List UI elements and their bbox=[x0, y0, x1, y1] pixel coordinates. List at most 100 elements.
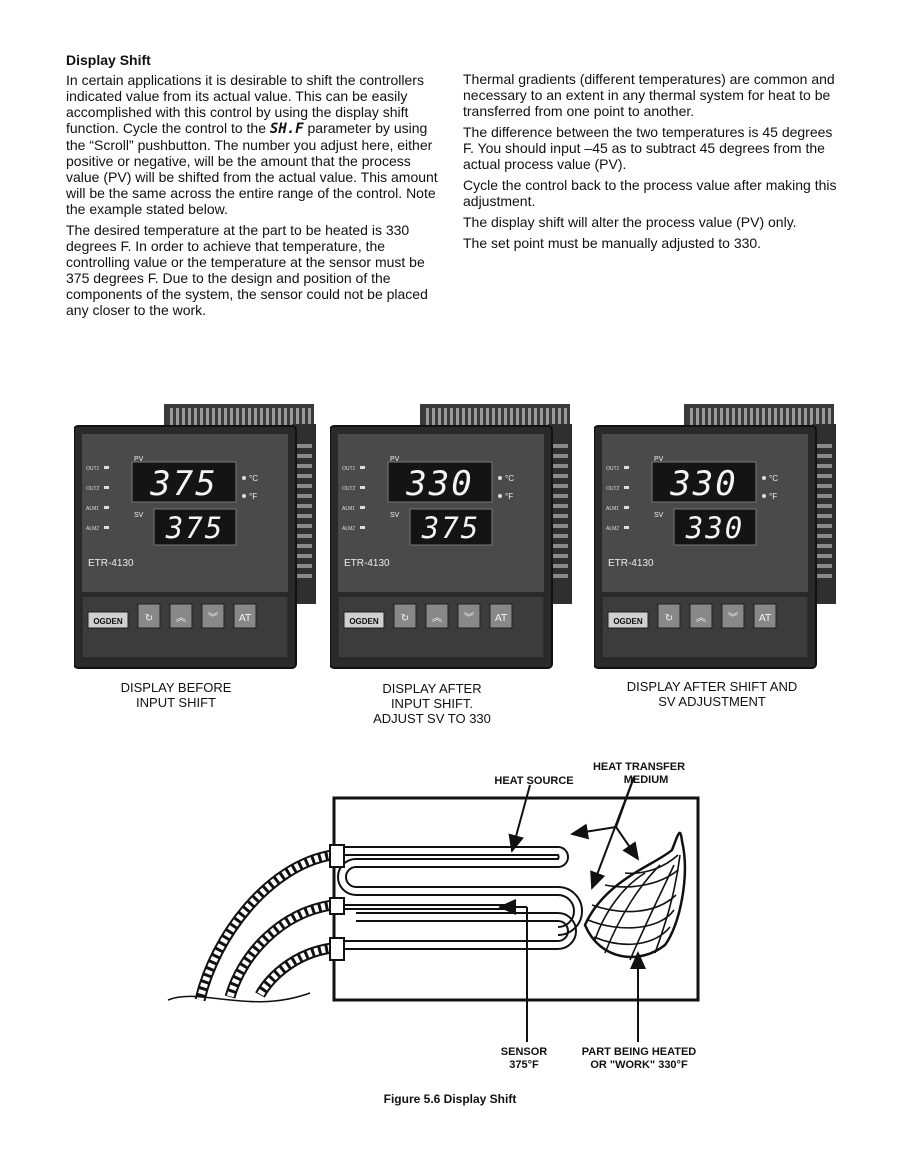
vent-fin bbox=[426, 408, 429, 430]
indicator-led bbox=[624, 526, 629, 529]
unit-led bbox=[242, 494, 246, 498]
unit-led bbox=[762, 476, 766, 480]
indicator-led bbox=[624, 466, 629, 469]
vent-fin bbox=[552, 544, 568, 548]
vent-fin bbox=[714, 408, 717, 430]
vent-fin bbox=[552, 574, 568, 578]
label-line: 375°F bbox=[509, 1059, 539, 1071]
caption-line: ADJUST SV TO 330 bbox=[373, 711, 491, 726]
indicator-led bbox=[104, 466, 109, 469]
vent-fin bbox=[552, 564, 568, 568]
vent-fin bbox=[816, 564, 832, 568]
vent-fin bbox=[296, 464, 312, 468]
indicator-label: ALM1 bbox=[86, 506, 99, 512]
vent-fin bbox=[816, 454, 832, 458]
leader-lines bbox=[498, 776, 646, 1042]
vent-fin bbox=[486, 408, 489, 430]
vent-fin bbox=[296, 564, 312, 568]
indicator-led bbox=[624, 486, 629, 489]
sv-value: 375 bbox=[165, 511, 224, 545]
vent-fin bbox=[816, 544, 832, 548]
power-cables bbox=[167, 849, 334, 1003]
vent-fin bbox=[552, 504, 568, 508]
model-label: ETR-4130 bbox=[88, 558, 134, 569]
scroll-button-glyph: ↻ bbox=[145, 613, 153, 624]
vent-fin bbox=[558, 408, 561, 430]
vent-fin bbox=[480, 408, 483, 430]
scroll-button bbox=[393, 603, 417, 629]
indicator-label: ALM2 bbox=[606, 526, 619, 532]
vent-fin bbox=[444, 408, 447, 430]
section-heading: Display Shift bbox=[66, 52, 151, 68]
vent-fin bbox=[720, 408, 723, 430]
vent-fin bbox=[822, 408, 825, 430]
paragraph-difference: The difference between the two temperatu… bbox=[463, 124, 833, 172]
vent-fin bbox=[552, 514, 568, 518]
vent-fin bbox=[242, 408, 245, 430]
label-sensor: SENSOR 375°F bbox=[493, 1046, 555, 1072]
vent-fin bbox=[816, 554, 832, 558]
indicator-label: ALM1 bbox=[342, 506, 355, 512]
unit-celsius: °C bbox=[769, 474, 778, 483]
vent-fin bbox=[786, 408, 789, 430]
vent-fin bbox=[236, 408, 239, 430]
label-line: PART BEING HEATED bbox=[581, 1046, 697, 1058]
work-part bbox=[583, 831, 687, 961]
vent-fin bbox=[732, 408, 735, 430]
unit-fahrenheit: °F bbox=[505, 492, 513, 501]
vent-fin bbox=[552, 554, 568, 558]
sv-display bbox=[409, 508, 493, 546]
caption-line: INPUT SHIFT. bbox=[390, 696, 474, 711]
vent-fin bbox=[296, 444, 312, 448]
pv-label: PV bbox=[654, 456, 664, 463]
at-button-glyph: AT bbox=[239, 613, 252, 624]
at-button bbox=[753, 603, 777, 629]
vent-fin bbox=[284, 408, 287, 430]
shift-parameter-code: SH.F bbox=[269, 121, 304, 137]
down-button-glyph: ︾ bbox=[728, 612, 738, 624]
indicator-led bbox=[360, 486, 365, 489]
vent-fin bbox=[462, 408, 465, 430]
at-button bbox=[233, 603, 257, 629]
paragraph-display-shift-intro: In certain applications it is desirable … bbox=[66, 72, 444, 217]
vent-fin bbox=[798, 408, 801, 430]
paragraph-pv-only: The display shift will alter the process… bbox=[463, 214, 797, 230]
indicator-led bbox=[360, 526, 365, 529]
vent-fin bbox=[744, 408, 747, 430]
vent-fin bbox=[290, 408, 293, 430]
paragraph-cycle-back: Cycle the control back to the process va… bbox=[463, 177, 837, 209]
vent-fin bbox=[510, 408, 513, 430]
vent-fin bbox=[702, 408, 705, 430]
vent-fin bbox=[552, 524, 568, 528]
model-label: ETR-4130 bbox=[608, 558, 654, 569]
indicator-led bbox=[360, 506, 365, 509]
vent-fin bbox=[516, 408, 519, 430]
caption-after-sv-adjust: DISPLAY AFTER SHIFT AND SV ADJUSTMENT bbox=[592, 679, 832, 709]
vent-fin bbox=[266, 408, 269, 430]
caption-after-shift: DISPLAY AFTER INPUT SHIFT. ADJUST SV TO … bbox=[338, 681, 526, 726]
at-button-glyph: AT bbox=[495, 613, 508, 624]
vent-fin bbox=[194, 408, 197, 430]
caption-line: DISPLAY AFTER SHIFT AND bbox=[626, 679, 798, 694]
indicator-led bbox=[104, 506, 109, 509]
vent-fin bbox=[296, 534, 312, 538]
vent-fin bbox=[296, 408, 299, 430]
up-button bbox=[169, 603, 193, 629]
unit-led bbox=[762, 494, 766, 498]
vent-fin bbox=[248, 408, 251, 430]
indicator-label: OUT2 bbox=[342, 486, 356, 492]
brand-logo: OGDEN bbox=[349, 617, 379, 626]
vent-fin bbox=[768, 408, 771, 430]
indicator-led bbox=[624, 506, 629, 509]
vent-fin bbox=[308, 408, 311, 430]
vent-fin bbox=[438, 408, 441, 430]
pv-display bbox=[131, 461, 237, 503]
vent-fin bbox=[278, 408, 281, 430]
vent-fin bbox=[218, 408, 221, 430]
vent-fin bbox=[296, 514, 312, 518]
vent-fin bbox=[468, 408, 471, 430]
vent-fin bbox=[828, 408, 831, 430]
controller-after-sv-adjust: OUT1OUT2ALM1ALM2PVSV330330°C°FETR-4130OG… bbox=[594, 404, 836, 669]
paragraph-example: The desired temperature at the part to b… bbox=[66, 222, 428, 318]
label-line: HEAT TRANSFER bbox=[592, 761, 686, 773]
